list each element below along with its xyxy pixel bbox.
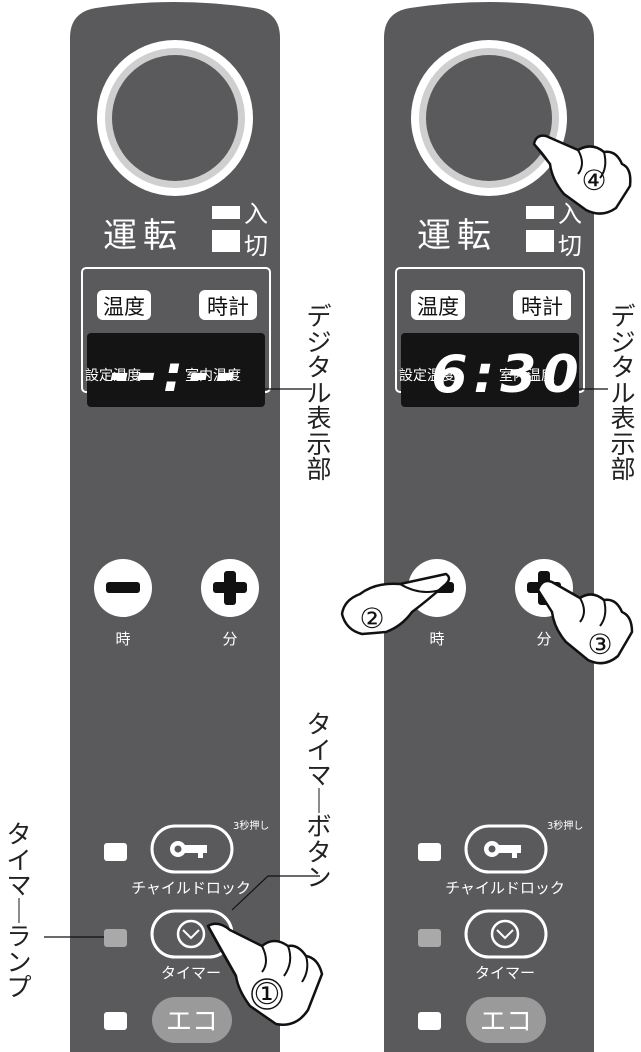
callout-char: ラ (6, 922, 32, 951)
pressing-hand-3 (536, 579, 634, 665)
eco-lamp (104, 1012, 127, 1030)
callout-char: タ (306, 837, 332, 867)
callout-char: デ (306, 302, 332, 331)
timer-label: タイマー (475, 964, 535, 982)
key-icon (484, 841, 521, 858)
callout-char: 部 (610, 455, 636, 484)
callout-char: デ (610, 302, 636, 331)
key-icon (170, 841, 207, 858)
eco-label: エコ (166, 1007, 218, 1037)
power-off-icon (526, 230, 554, 252)
callout-char: タ (610, 353, 636, 382)
power-on-label: 入 (244, 200, 268, 228)
power-off-icon (212, 230, 240, 252)
power-on-icon (526, 206, 554, 219)
eco-label: エコ (480, 1007, 532, 1037)
power-off-label: 切 (558, 232, 582, 260)
digital-display (87, 333, 265, 407)
callout-char: タ (6, 820, 32, 849)
child-lock-label: チャイルドロック (131, 879, 251, 897)
panel-body (384, 2, 594, 1052)
tab-clock: 時計 (521, 295, 563, 319)
display-caption-left: 設定温度 (399, 368, 455, 384)
child-lock-label: チャイルドロック (445, 879, 565, 897)
digital-display-callout-left: デジタル表示部 (304, 304, 334, 483)
clock-icon (490, 919, 520, 949)
callout-char: ボ (306, 812, 332, 841)
minus-caption: 時 (429, 630, 444, 648)
timer-lamp (104, 929, 127, 947)
pressing-hand-4 (532, 134, 632, 215)
pressing-hand-2 (340, 572, 451, 636)
display-caption-left: 設定温度 (85, 368, 141, 384)
callout-char: ル (610, 378, 636, 408)
timer-button-callout: タイマ｜ボタン (304, 712, 334, 891)
display-caption-right: 室内温度 (499, 367, 555, 384)
minus-icon (106, 582, 140, 593)
step-2: ② (359, 602, 384, 635)
callout-char: イ (306, 735, 332, 765)
eco-button[interactable] (152, 997, 232, 1043)
callout-char: 表 (610, 404, 636, 433)
callout-char: プ (6, 973, 32, 1002)
power-label: 運転 (103, 216, 183, 256)
pressing-hand-1 (206, 922, 324, 1026)
power-label: 運転 (417, 216, 497, 256)
panel-body (70, 2, 280, 1052)
callout-char: ン (306, 863, 332, 892)
timer-lamp (418, 929, 441, 947)
child-lock-lamp (104, 843, 127, 861)
plus-icon (213, 571, 247, 605)
eco-lamp (418, 1012, 441, 1030)
clock-icon (176, 919, 206, 949)
callout-char: 示 (306, 429, 332, 459)
callout-char: ン (6, 947, 32, 977)
right-control-panel: 運転 入 切 温度 時計 6:30 設定温度 室内温度 時 分 3秒押し (340, 2, 634, 1052)
callout-char: 示 (610, 429, 636, 459)
child-lock-lamp (418, 843, 441, 861)
step-1: ① (254, 977, 281, 1012)
left-control-panel: 運転 入 切 温度 時計 --:-- 設定温度 室内温度 時 分 (70, 2, 324, 1052)
step-4: ④ (581, 164, 606, 197)
timer-label: タイマー (161, 964, 221, 982)
display-readout: --:-- (109, 345, 242, 403)
callout-char: 部 (306, 455, 332, 484)
digital-display-callout-right: デジタル表示部 (608, 304, 638, 483)
callout-char: ジ (306, 327, 332, 357)
callout-char: ｜ (306, 786, 332, 816)
digital-display (401, 333, 579, 407)
tab-temperature: 温度 (103, 295, 145, 319)
eco-button[interactable] (466, 997, 546, 1043)
callout-char: ジ (610, 327, 636, 357)
callout-char: マ (306, 761, 332, 790)
callout-char: タ (306, 353, 332, 382)
callout-char: マ (6, 871, 32, 900)
step-1-badge (251, 978, 283, 1010)
plus-caption: 分 (222, 630, 237, 648)
display-caption-right: 室内温度 (185, 367, 241, 384)
callout-char: ｜ (6, 896, 32, 926)
minus-caption: 時 (115, 630, 130, 648)
lock-hold-note: 3秒押し (547, 819, 583, 832)
timer-button-leader (231, 875, 320, 911)
callout-char: イ (6, 845, 32, 875)
callout-char: ル (306, 378, 332, 408)
timer-button[interactable] (464, 909, 548, 959)
display-readout: 6:30 (431, 345, 584, 405)
power-off-label: 切 (244, 232, 268, 260)
timer-lamp-callout: タイマ｜ランプ (4, 822, 34, 1001)
callout-char: タ (306, 710, 332, 739)
step-3: ③ (587, 628, 612, 661)
tab-clock: 時計 (207, 295, 249, 319)
plus-caption: 分 (536, 630, 551, 648)
callout-char: 表 (306, 404, 332, 433)
lock-hold-note: 3秒押し (233, 819, 269, 832)
power-on-icon (212, 206, 240, 219)
tab-temperature: 温度 (417, 295, 459, 319)
